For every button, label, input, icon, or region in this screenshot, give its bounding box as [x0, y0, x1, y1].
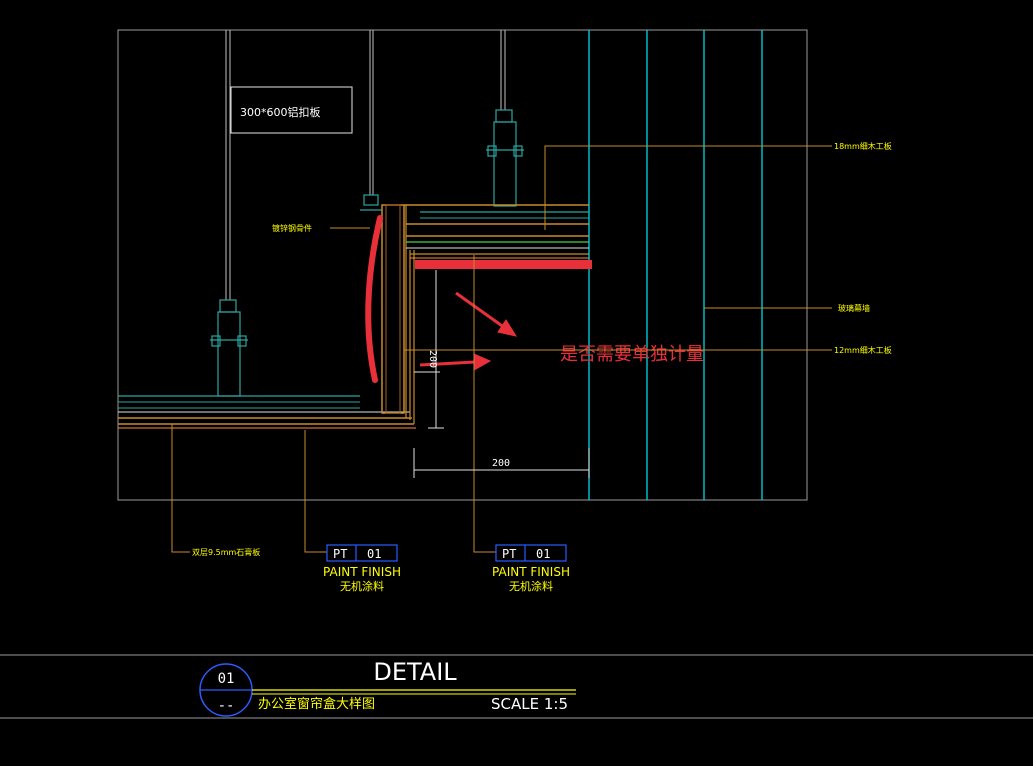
finish-tag-1: PT 01 PAINT FINISH 无机涂料 — [323, 544, 401, 593]
tag-1-prefix: PT — [333, 547, 347, 561]
label-gypsum: 双层9.5mm石膏板 — [192, 547, 260, 557]
left-ceiling-layers — [118, 395, 416, 429]
right-hanger-assembly — [486, 109, 524, 207]
tag-2-cn: 无机涂料 — [509, 579, 553, 593]
tag-2-en: PAINT FINISH — [492, 565, 570, 579]
leader-lines — [171, 145, 832, 553]
title-block-frame — [0, 654, 1033, 719]
middle-hanger-bolt — [360, 194, 382, 211]
tag-1-number: 01 — [367, 547, 381, 561]
title-block-title: DETAIL — [373, 658, 457, 686]
label-glass-wall: 玻璃幕墙 — [838, 303, 870, 313]
label-18mm: 18mm细木工板 — [834, 141, 892, 151]
dimension-vertical: 200 — [427, 350, 438, 368]
label-steel-parts: 镀锌钢骨件 — [272, 223, 312, 233]
tag-1-en: PAINT FINISH — [323, 565, 401, 579]
curtain-box-vertical — [381, 204, 415, 424]
tag-2-number: 01 — [536, 547, 550, 561]
title-block-subtitle: 办公室窗帘盒大样图 — [258, 696, 375, 712]
annotation-arrows — [419, 291, 518, 371]
annotation-curve — [365, 215, 383, 383]
detail-sheet: -- — [218, 698, 235, 714]
curtain-box-top-layers — [404, 204, 589, 259]
dimension-horizontal: 200 — [492, 458, 510, 469]
title-block-scale: SCALE 1:5 — [491, 695, 568, 713]
detail-number: 01 — [218, 671, 235, 687]
drawing-frame — [117, 29, 808, 501]
dimension-lines — [413, 270, 590, 478]
hanger-rods — [225, 30, 506, 300]
label-12mm: 12mm细木工板 — [834, 345, 892, 355]
glass-wall-lines — [588, 30, 763, 500]
annotation-question: 是否需要单独计量 — [560, 344, 704, 365]
tag-1-cn: 无机涂料 — [340, 579, 384, 593]
note-box-text: 300*600铝扣板 — [240, 105, 321, 119]
finish-tag-2: PT 01 PAINT FINISH 无机涂料 — [492, 544, 570, 593]
title-block: 01 -- DETAIL 办公室窗帘盒大样图 SCALE 1:5 — [199, 658, 576, 717]
tag-2-prefix: PT — [502, 547, 516, 561]
left-hanger-assembly — [210, 299, 248, 397]
note-box — [230, 86, 353, 134]
highlight-bar — [415, 260, 592, 269]
